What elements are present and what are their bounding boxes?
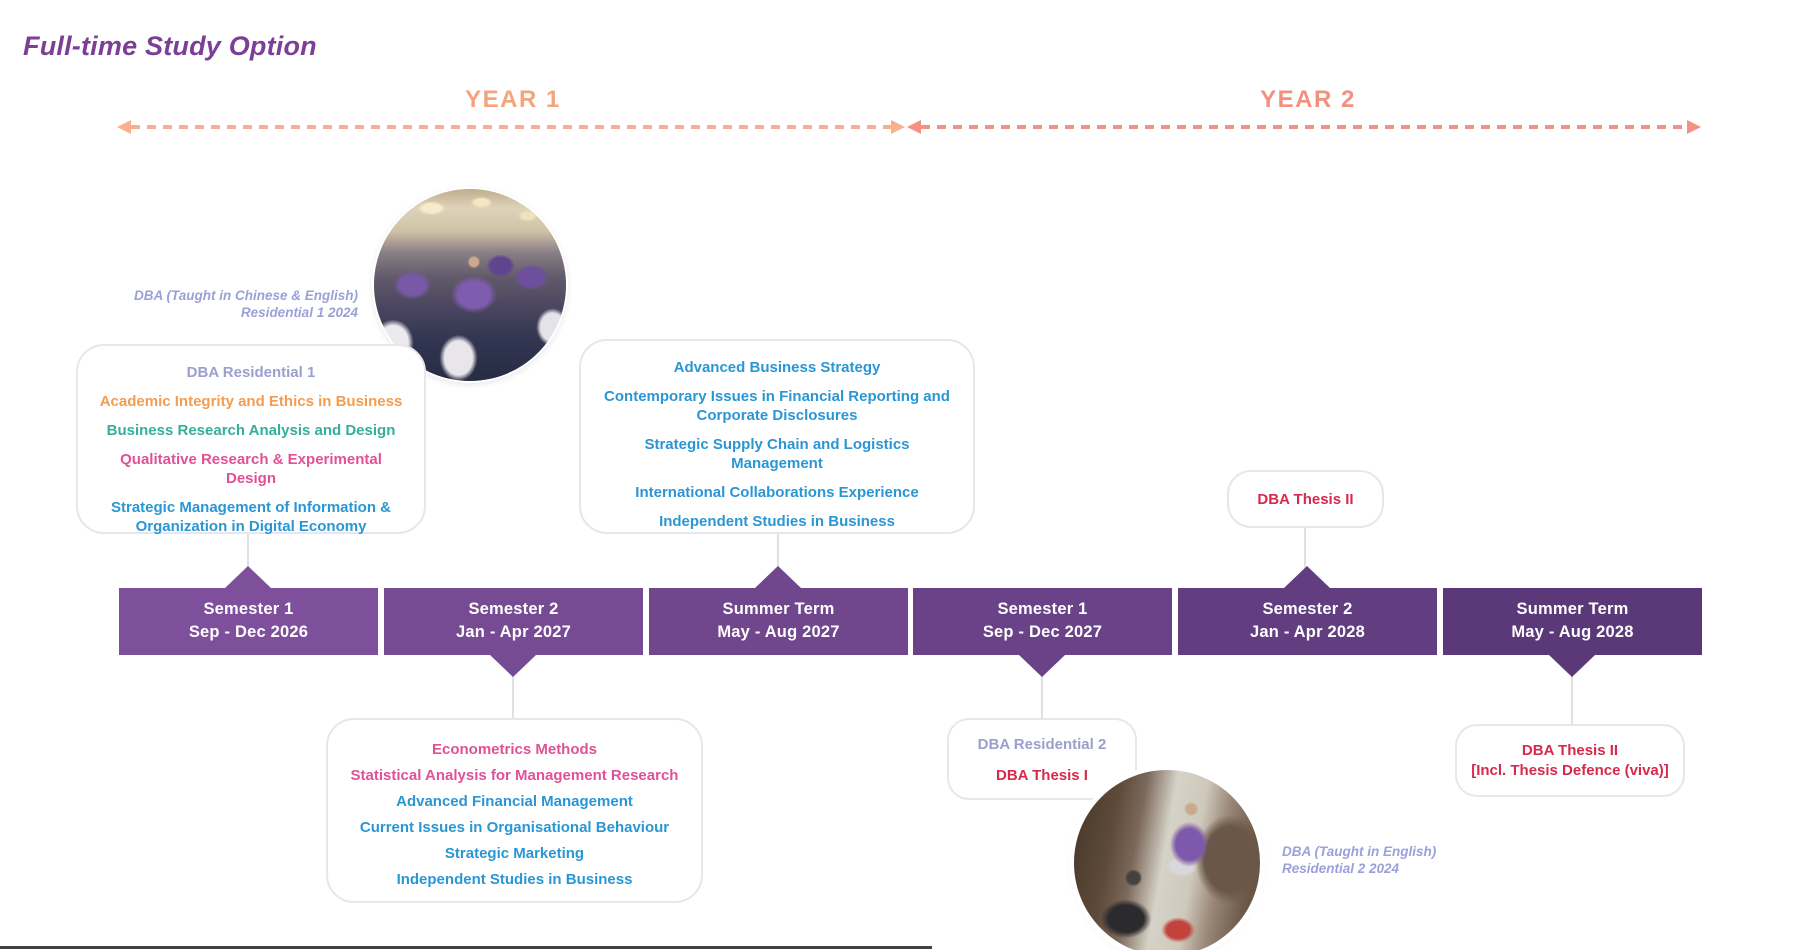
triangle-down-icon (490, 655, 536, 677)
triangle-up-icon (1284, 566, 1330, 588)
triangle-up-icon (755, 566, 801, 588)
arrow-left-icon (907, 120, 921, 134)
semester-dates: Sep - Dec 2026 (188, 623, 309, 641)
card-residential-1: DBA Residential 1 Academic Integrity and… (76, 344, 426, 535)
connector-line (777, 534, 779, 570)
connector-line (1571, 672, 1573, 724)
course-item: DBA Thesis I (996, 767, 1088, 784)
connector-line (1304, 528, 1306, 570)
course-item: Qualitative Research & Experimental Desi… (120, 451, 382, 487)
year-2-label: YEAR 2 (1260, 86, 1356, 113)
course-item: Strategic Marketing (444, 845, 585, 862)
semester-dates: May - Aug 2028 (1511, 623, 1634, 641)
course-item: International Collaborations Experience (635, 484, 919, 501)
caption-line: DBA (Taught in Chinese & English) (134, 288, 358, 303)
course-item: Independent Studies in Business (659, 513, 895, 530)
residential-2-photo (1074, 770, 1260, 950)
card-residential-2: DBA Residential 2 DBA Thesis I (947, 718, 1137, 800)
course-item: DBA Residential 2 (977, 736, 1107, 753)
triangle-up-icon (225, 566, 271, 588)
semester-dates: Jan - Apr 2027 (456, 623, 571, 641)
semester-bar-4: Semester 1 Sep - Dec 2027 (913, 588, 1172, 655)
course-item: Contemporary Issues in Financial Reporti… (604, 388, 950, 424)
semester-name: Semester 2 (1262, 600, 1353, 618)
course-item: Econometrics Methods (431, 741, 598, 758)
triangle-down-icon (1019, 655, 1065, 677)
arrow-left-icon (117, 120, 131, 134)
course-item: Business Research Analysis and Design (106, 422, 396, 439)
arrow-right-icon (891, 120, 905, 134)
connector-line (1041, 672, 1043, 718)
semester-name: Semester 1 (997, 600, 1088, 618)
card-dba-thesis-2: DBA Thesis II (1227, 470, 1384, 528)
course-item: [Incl. Thesis Defence (viva)] (1471, 762, 1669, 779)
year-1-label: YEAR 1 (465, 86, 561, 113)
semester-dates: Jan - Apr 2028 (1250, 623, 1365, 641)
course-item: Statistical Analysis for Management Rese… (350, 767, 679, 784)
course-item: Advanced Financial Management (396, 793, 633, 810)
semester-bar-6: Summer Term May - Aug 2028 (1443, 588, 1702, 655)
semester-bar-3: Summer Term May - Aug 2027 (649, 588, 908, 655)
card-semester-2-courses: Econometrics Methods Statistical Analysi… (326, 718, 703, 903)
course-item: Current Issues in Organisational Behavio… (359, 819, 670, 836)
page-edge-rule (0, 946, 932, 949)
semester-name: Summer Term (1516, 600, 1629, 618)
connector-line (512, 672, 514, 718)
course-item: Strategic Supply Chain and Logistics Man… (644, 436, 910, 472)
residential-1-photo-caption: DBA (Taught in Chinese & English) Reside… (60, 287, 358, 321)
semester-dates: Sep - Dec 2027 (982, 623, 1103, 641)
course-item: Advanced Business Strategy (673, 359, 881, 376)
course-item: DBA Thesis II (1521, 742, 1619, 759)
year-1-span-arrow (131, 125, 891, 129)
caption-line: Residential 1 2024 (240, 305, 358, 320)
course-item: Academic Integrity and Ethics in Busines… (99, 393, 403, 410)
card-summer-term-1: Advanced Business Strategy Contemporary … (579, 339, 975, 534)
arrow-right-icon (1687, 120, 1701, 134)
year-2-span-arrow (921, 125, 1687, 129)
semester-bar-1: Semester 1 Sep - Dec 2026 (119, 588, 378, 655)
connector-line (247, 534, 249, 570)
semester-dates: May - Aug 2027 (717, 623, 840, 641)
course-item: Strategic Management of Information & Or… (110, 499, 392, 535)
residential-2-photo-caption: DBA (Taught in English) Residential 2 20… (1282, 843, 1522, 877)
caption-line: Residential 2 2024 (1282, 861, 1400, 876)
course-item: Independent Studies in Business (396, 871, 633, 888)
course-item: DBA Residential 1 (186, 364, 316, 381)
semester-name: Semester 2 (468, 600, 559, 618)
card-dba-thesis-2-final: DBA Thesis II [Incl. Thesis Defence (viv… (1455, 724, 1685, 797)
semester-name: Semester 1 (203, 600, 294, 618)
triangle-down-icon (1549, 655, 1595, 677)
page-title: Full-time Study Option (23, 31, 317, 61)
semester-name: Summer Term (722, 600, 835, 618)
caption-line: DBA (Taught in English) (1282, 844, 1437, 859)
semester-bar-5: Semester 2 Jan - Apr 2028 (1178, 588, 1437, 655)
semester-bar-2: Semester 2 Jan - Apr 2027 (384, 588, 643, 655)
course-item: DBA Thesis II (1257, 490, 1354, 508)
